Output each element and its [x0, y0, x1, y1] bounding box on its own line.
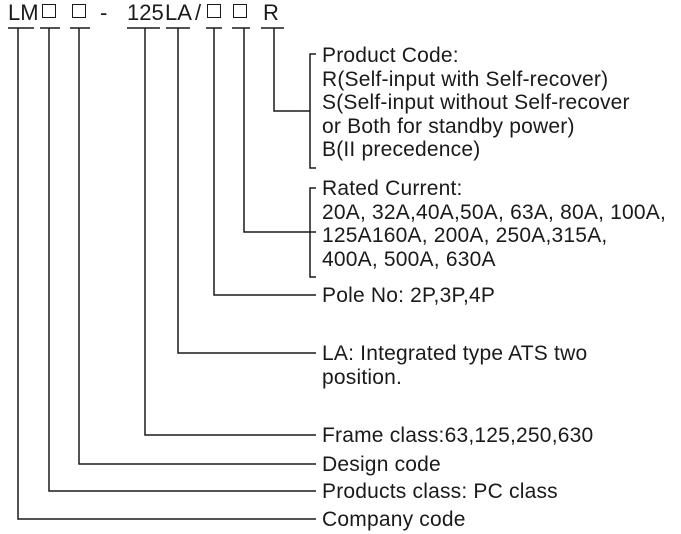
code-prefix: LM: [8, 0, 39, 25]
code-box-products-class: [42, 4, 56, 18]
code-box-pole-no: [207, 4, 221, 18]
design-code-label: Design code: [322, 453, 441, 476]
leader-frame-class: [144, 28, 316, 436]
leader-rated-current: [243, 28, 316, 233]
code-current: 125: [127, 0, 164, 25]
pole-no-label: Pole No: 2P,3P,4P: [322, 284, 496, 307]
product-code-r: R(Self-input with Self-recover): [322, 67, 609, 91]
leader-pole-no: [213, 28, 316, 296]
company-code-label: Company code: [322, 508, 466, 531]
product-code-title: Product Code:: [322, 44, 459, 67]
rated-current-line-3: 400A, 500A, 630A: [322, 247, 496, 271]
leader-la: [177, 28, 316, 354]
bracket-rated-current: [309, 187, 316, 278]
code-slash: /: [195, 0, 202, 25]
code-type: LA: [165, 0, 192, 25]
product-code-b: B(II precedence): [322, 138, 481, 162]
la-label-line-1: LA: Integrated type ATS two: [322, 342, 588, 365]
leader-company-code: [17, 28, 316, 520]
product-code-s: S(Self-input without Self-recover: [322, 91, 630, 115]
rated-current-line-1: 20A, 32A,40A,50A, 63A, 80A, 100A,: [322, 200, 667, 224]
code-dash: -: [100, 0, 108, 25]
bracket-product-code: [309, 53, 316, 169]
leader-product-code: [273, 28, 296, 112]
code-box-rated-current: [233, 4, 247, 18]
leader-products-class: [48, 28, 316, 492]
la-label-line-2: position.: [322, 365, 403, 389]
rated-current-line-2: 125A160A, 200A, 250A,315A,: [322, 224, 608, 248]
frame-class-label: Frame class:63,125,250,630: [322, 424, 594, 447]
code-box-design-code: [72, 4, 86, 18]
code-suffix: R: [263, 0, 279, 25]
rated-current-title: Rated Current:: [322, 177, 463, 200]
products-class-label: Products class: PC class: [322, 480, 558, 503]
product-code-s-cont: or Both for standby power): [322, 114, 575, 138]
leader-design-code: [78, 28, 316, 465]
